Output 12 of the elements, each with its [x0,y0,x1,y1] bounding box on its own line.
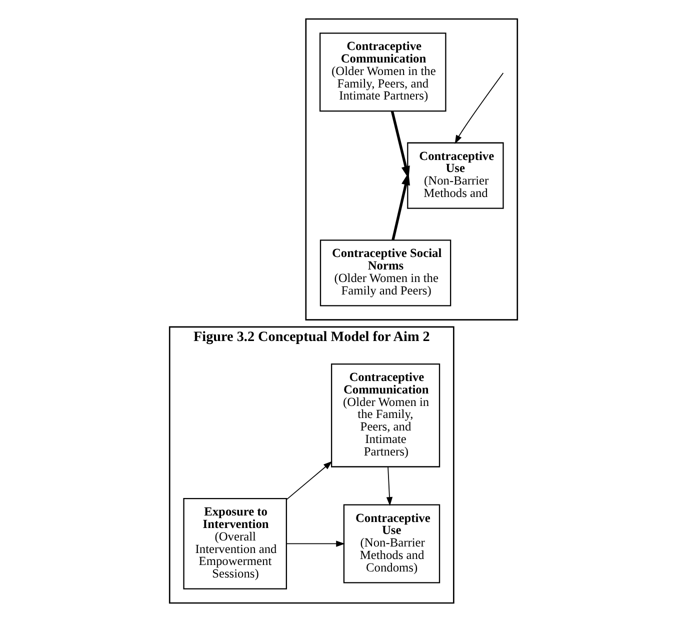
node-box: Contraceptive Use (Non-Barrier Methods and Condoms) [343,504,440,584]
arrow [286,461,332,500]
cluster [305,18,518,321]
node-box: Contraceptive Social Norms (Older Women in the Family and Peers) [320,240,452,306]
arrow [386,466,393,506]
arrow [392,172,410,240]
node-box: Contraceptive Communication (Older Women in the Family, Peers, and Intimate Partners) [330,364,440,468]
node-box: Contraceptive Use (Non-Barrier Methods and [407,142,504,209]
node-box: Exposure to Intervention (Overall Intervention and Empowerment Sessions) [183,498,287,590]
node-box: Contraceptive Communication (Older Women in the Family, Peers, and Intimate Partners) [319,32,446,112]
arrow [454,72,504,144]
arrow [286,540,345,547]
